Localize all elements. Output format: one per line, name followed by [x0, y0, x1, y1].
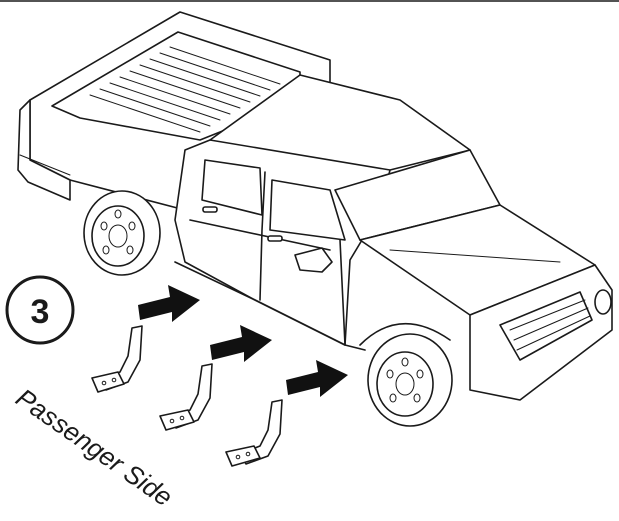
- truck-tailgate: [17, 99, 71, 201]
- rocker-panel: [174, 261, 366, 351]
- right-arrow-icon: [210, 325, 272, 362]
- rear-door-handle: [202, 206, 218, 213]
- front-bracket-arrow: [138, 285, 200, 322]
- side-mirror: [294, 247, 333, 273]
- step-number-badge: 3: [5, 275, 75, 345]
- rear-bracket-arrow: [286, 360, 348, 397]
- front-wheel: [359, 322, 453, 427]
- truck-door-seams: [189, 171, 346, 346]
- middle-bracket-arrow: [210, 325, 272, 362]
- rear-mounting-bracket: [225, 399, 283, 467]
- pickup-truck-illustration: [17, 11, 613, 427]
- truck-front-window: [269, 179, 346, 241]
- right-arrow-icon: [286, 360, 348, 397]
- side-label: Passenger Side: [11, 382, 179, 512]
- truck-roof: [209, 74, 471, 171]
- rear-wheel: [83, 190, 161, 276]
- headlight: [594, 289, 612, 315]
- step-number: 3: [31, 293, 50, 331]
- right-arrow-icon: [138, 285, 200, 322]
- front-door-handle: [267, 235, 283, 242]
- middle-mounting-bracket: [159, 363, 213, 431]
- front-mounting-bracket: [91, 325, 143, 393]
- truck-bed-ribs: [89, 46, 281, 133]
